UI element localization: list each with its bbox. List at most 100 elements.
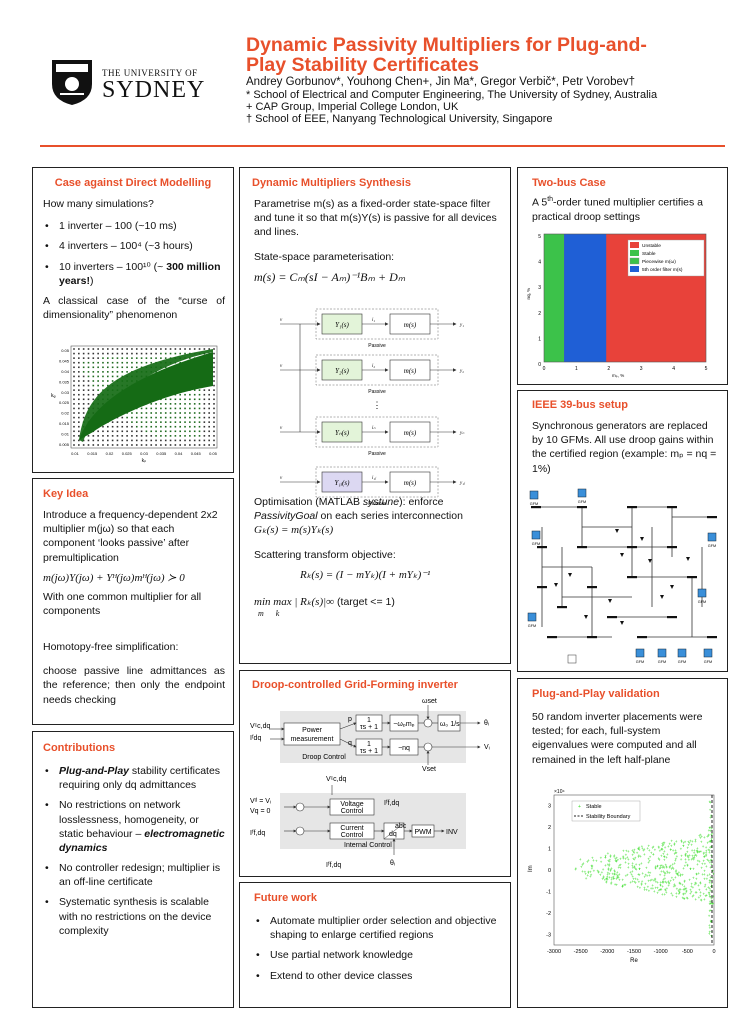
stable-eigenvalue: + [695, 853, 698, 858]
stable-eigenvalue: + [654, 866, 657, 871]
crest-icon [52, 60, 92, 105]
stable-eigenvalue: + [669, 865, 672, 870]
stable-eigenvalue: + [674, 858, 677, 863]
grid-sample-point [150, 421, 153, 423]
stable-eigenvalue: + [685, 860, 688, 865]
stable-eigenvalue: + [632, 866, 635, 871]
stable-eigenvalue: + [639, 886, 642, 891]
stable-eigenvalue: + [627, 857, 630, 862]
stable-eigenvalue: + [708, 931, 711, 936]
grid-sample-point [203, 407, 206, 410]
grid-sample-point [140, 435, 143, 437]
stable-eigenvalue: + [584, 871, 587, 876]
dyn-p1: Parametrise m(s) as a fixed-order state-… [254, 198, 497, 239]
current-label: iₙ [372, 426, 376, 431]
stable-eigenvalue: + [660, 847, 663, 852]
grid-sample-point [203, 435, 206, 437]
grid-sample-point [73, 439, 75, 442]
stable-eigenvalue: + [708, 891, 711, 896]
stable-eigenvalue: + [675, 857, 678, 862]
stable-eigenvalue: + [671, 893, 674, 898]
grid-sample-point [208, 398, 210, 401]
stable-eigenvalue: + [602, 874, 605, 879]
grid-sample-point [116, 444, 119, 446]
stable-eigenvalue: + [679, 890, 682, 895]
grid-sample-point [102, 425, 104, 428]
grid-sample-point [140, 425, 143, 428]
grid-sample-point [140, 352, 143, 355]
grid-sample-point [73, 407, 75, 410]
eig-legend [571, 800, 641, 822]
stable-eigenvalue: + [710, 896, 713, 901]
stable-eigenvalue: + [608, 862, 611, 867]
stable-eigenvalue: + [665, 855, 668, 860]
stable-eigenvalue: + [674, 850, 677, 855]
grid-sample-point [121, 416, 124, 419]
stable-eigenvalue: + [650, 850, 653, 855]
stable-eigenvalue: + [695, 849, 698, 854]
stable-eigenvalue: + [609, 853, 612, 858]
grid-sample-point [106, 444, 109, 446]
stable-eigenvalue: + [624, 883, 627, 888]
grid-sample-point [111, 371, 114, 373]
grid-sample-point [174, 421, 177, 423]
affiliation-1: * School of Electrical and Computer Engi… [246, 89, 658, 101]
stable-eigenvalue: + [705, 845, 708, 850]
grid-sample-point [82, 357, 85, 359]
stable-eigenvalue: + [677, 873, 680, 878]
stable-eigenvalue: + [627, 865, 630, 870]
stable-eigenvalue: + [676, 872, 679, 877]
bus-bar [537, 586, 547, 589]
twobus-xtick: 4 [672, 366, 675, 372]
stable-eigenvalue: + [635, 862, 638, 867]
stable-eigenvalue: + [699, 890, 702, 895]
grid-sample-point [150, 425, 153, 428]
future-panel: Future work Automate multiplier order se… [239, 882, 511, 1008]
stable-eigenvalue: + [641, 846, 644, 851]
grid-sample-point [179, 421, 182, 423]
stable-eigenvalue: + [685, 851, 688, 856]
grid-sample-point [213, 375, 215, 378]
stable-eigenvalue: + [661, 844, 664, 849]
load-arrow [620, 621, 624, 625]
stable-eigenvalue: + [680, 846, 683, 851]
grid-sample-point [184, 425, 186, 428]
stable-eigenvalue: + [627, 861, 630, 866]
stable-eigenvalue: + [709, 858, 712, 863]
stable-eigenvalue: + [616, 875, 619, 880]
stable-eigenvalue: + [666, 886, 669, 891]
stable-eigenvalue: + [652, 852, 655, 857]
stable-eigenvalue: + [708, 914, 711, 919]
stable-eigenvalue: + [696, 846, 699, 851]
grid-sample-point [131, 412, 133, 414]
grid-sample-point [174, 444, 177, 446]
key-p2: With one common multiplier for all compo… [43, 590, 202, 617]
grid-sample-point [179, 439, 182, 442]
dyn-p3: Optimisation (MATLAB systune): enforce P… [254, 495, 463, 522]
stable-eigenvalue: + [701, 834, 704, 839]
stable-eigenvalue: + [705, 864, 708, 869]
bus-bar [707, 516, 717, 519]
stable-eigenvalue: + [662, 843, 665, 848]
stable-eigenvalue: + [670, 863, 673, 868]
stable-eigenvalue: + [660, 869, 663, 874]
grid-xtick: 0.035 [156, 451, 167, 456]
stable-eigenvalue: + [688, 853, 691, 858]
dyn-eq4-row: min max | Rₖ(s)|∞ (target <= 1) m k [254, 595, 510, 618]
stable-eigenvalue: + [697, 871, 700, 876]
stable-eigenvalue: + [653, 878, 656, 883]
twobus-title: Two-bus Case [532, 177, 606, 189]
stable-eigenvalue: + [575, 866, 578, 871]
stable-eigenvalue: + [672, 848, 675, 853]
stable-eigenvalue: + [613, 872, 616, 877]
grid-sample-point [116, 425, 119, 428]
stable-eigenvalue: + [704, 861, 707, 866]
twobus-xtick: 5 [705, 366, 708, 372]
pnp-title: Plug-and-Play validation [532, 688, 660, 700]
legend-swatch [630, 250, 639, 256]
grid-sample-point [106, 348, 109, 350]
stable-eigenvalue: + [710, 837, 713, 842]
stable-eigenvalue: + [672, 878, 675, 883]
stable-eigenvalue: + [638, 866, 641, 871]
grid-sample-point [102, 384, 104, 387]
